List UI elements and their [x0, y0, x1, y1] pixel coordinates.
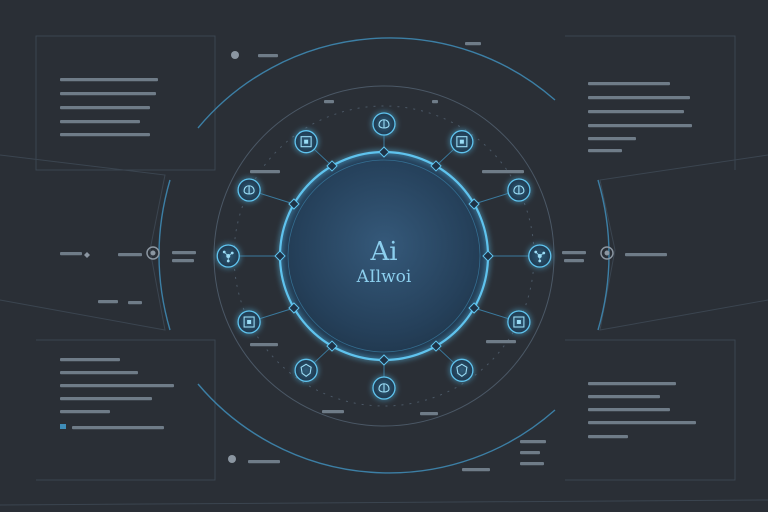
node-5-shield-icon[interactable] — [450, 358, 474, 382]
central-hub: Ai AIlwoi — [274, 146, 494, 366]
text-line-36 — [520, 451, 540, 455]
edge-dots — [60, 51, 614, 463]
text-line-40 — [322, 410, 344, 414]
hub-connector-5 — [430, 340, 442, 352]
text-line-1 — [60, 92, 156, 96]
text-line-45 — [432, 100, 438, 104]
hub-connector-8 — [288, 302, 300, 314]
text-line-21 — [588, 435, 628, 439]
text-line-15 — [60, 410, 110, 414]
placeholder-text-lines — [60, 42, 696, 472]
text-line-8 — [588, 124, 692, 128]
hub-subtitle: AIlwoi — [356, 267, 412, 287]
hub-connector-2 — [468, 198, 480, 210]
hub-connector-0 — [378, 146, 390, 158]
text-line-30 — [625, 253, 667, 257]
text-line-37 — [520, 462, 544, 466]
node-1-chip-icon[interactable] — [450, 130, 474, 154]
text-line-4 — [60, 133, 150, 137]
text-line-17 — [588, 382, 676, 386]
text-line-42 — [60, 252, 82, 256]
text-line-6 — [588, 96, 690, 100]
text-line-25 — [482, 170, 524, 174]
node-11-chip-icon[interactable] — [294, 130, 318, 154]
hub-connector-4 — [468, 302, 480, 314]
text-line-9 — [588, 137, 636, 141]
text-line-38 — [98, 300, 118, 304]
text-line-20 — [588, 421, 696, 425]
text-line-2 — [60, 106, 150, 110]
node-8-chip-icon[interactable] — [237, 310, 261, 334]
node-0-brain-icon[interactable] — [372, 112, 396, 136]
hub-connector-6 — [378, 354, 390, 366]
text-line-24 — [250, 170, 280, 174]
text-line-13 — [60, 384, 174, 388]
node-3-network-icon[interactable] — [528, 244, 552, 268]
hub-connector-7 — [326, 340, 338, 352]
text-line-33 — [248, 460, 280, 464]
text-line-34 — [462, 468, 490, 472]
node-10-brain-icon[interactable] — [237, 178, 261, 202]
text-line-7 — [588, 110, 684, 114]
hub-connector-1 — [430, 160, 442, 172]
satellite-nodes — [216, 112, 552, 400]
text-line-3 — [60, 120, 140, 124]
text-line-32 — [486, 340, 516, 344]
node-6-brain-icon[interactable] — [372, 376, 396, 400]
text-line-26 — [172, 251, 196, 255]
hub-connector-10 — [288, 198, 300, 210]
hub-title: Ai — [369, 237, 397, 267]
text-line-27 — [172, 259, 194, 263]
text-line-18 — [588, 395, 660, 399]
text-line-19 — [588, 408, 670, 412]
text-line-16 — [72, 426, 164, 430]
node-2-brain-icon[interactable] — [507, 178, 531, 202]
text-line-23 — [465, 42, 481, 46]
text-line-29 — [564, 259, 584, 263]
text-line-0 — [60, 78, 158, 82]
text-line-12 — [60, 371, 138, 375]
hub-connector-11 — [326, 160, 338, 172]
hub-connectors — [274, 146, 494, 366]
text-line-22 — [258, 54, 278, 58]
background-panels — [0, 35, 768, 506]
node-7-shield-icon[interactable] — [294, 358, 318, 382]
text-line-35 — [520, 440, 546, 444]
text-line-14 — [60, 397, 152, 401]
node-4-chip-icon[interactable] — [507, 310, 531, 334]
node-9-network-icon[interactable] — [216, 244, 240, 268]
text-line-43 — [118, 253, 142, 257]
text-line-28 — [562, 251, 586, 255]
hub-connector-3 — [482, 250, 494, 262]
text-line-41 — [420, 412, 438, 416]
text-line-39 — [128, 301, 142, 305]
text-line-10 — [588, 149, 622, 153]
text-line-31 — [250, 343, 278, 347]
text-line-5 — [588, 82, 670, 86]
hub-connector-9 — [274, 250, 286, 262]
text-line-11 — [60, 358, 120, 362]
text-line-44 — [324, 100, 334, 104]
